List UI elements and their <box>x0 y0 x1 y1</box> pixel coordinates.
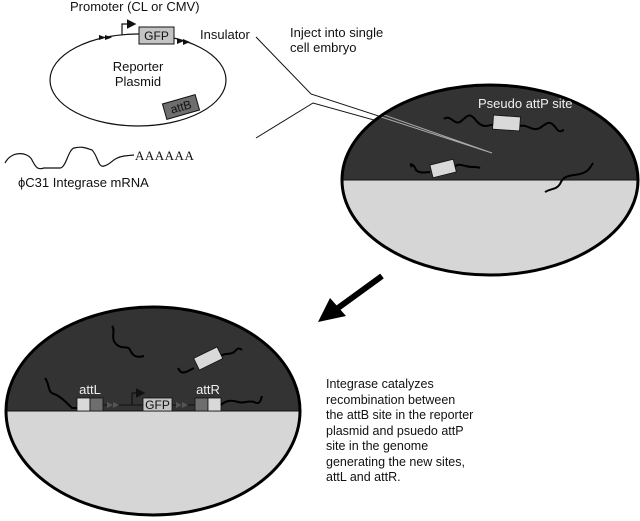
embryo-after: attL GFP attR <box>4 305 302 517</box>
attl-label: attL <box>79 382 101 397</box>
insulator-left-after-icon <box>107 402 119 408</box>
insulator-left-icon <box>99 35 112 40</box>
loose-strand-2 <box>177 347 243 374</box>
integrase-mrna: AAAAAA ϕC31 Integrase mRNA <box>4 146 194 190</box>
inject-label-line2: cell embryo <box>290 40 356 55</box>
attl-light-box <box>76 397 91 412</box>
insulator-right-after-icon <box>176 402 188 408</box>
embryo-bottom-outline <box>4 305 302 517</box>
plasmid-name-line2: Plasmid <box>115 74 161 89</box>
attr-label: attR <box>196 382 220 397</box>
pseudo-attp-label: Pseudo attP site <box>478 96 572 111</box>
reporter-plasmid: GFP attB Promoter (CL or CMV) Insulator … <box>49 0 251 127</box>
attb-label: attB <box>169 97 193 116</box>
pseudo-site-box-after <box>193 346 224 371</box>
attl-dark-box <box>89 397 104 412</box>
embryo-before: Pseudo attP site <box>340 83 640 277</box>
recombination-caption: Integrase catalyzes recombination betwee… <box>326 377 474 484</box>
loose-strand-1 <box>111 325 145 358</box>
plasmid-ring <box>49 33 227 127</box>
gfp-label-after: GFP <box>145 398 170 412</box>
embryo-top-outline <box>340 83 640 277</box>
promoter-arrow-icon <box>121 19 137 35</box>
nucleus-region <box>342 85 638 180</box>
integrase-mrna-label: ϕC31 Integrase mRNA <box>18 175 149 190</box>
pseudo-attp-box <box>492 114 521 132</box>
injected-attb-box <box>429 158 457 179</box>
cytoplasm-region <box>342 180 638 275</box>
cytoplasm-strand <box>544 162 594 193</box>
plasmid-gfp-label: GFP <box>144 29 169 43</box>
attr-light-box <box>207 397 222 412</box>
insulator-right-icon <box>177 38 190 45</box>
promoter-arrow-after-icon <box>131 388 146 405</box>
plasmid-gfp-box <box>138 26 175 45</box>
right-chromosome-strand <box>220 395 263 406</box>
attr-dark-box <box>194 397 209 412</box>
inject-label-line1: Inject into single <box>290 25 383 40</box>
cytoplasm-region-after <box>6 411 300 515</box>
chromosome-strand <box>443 114 565 133</box>
injected-dna-strand <box>409 163 481 174</box>
insulator-label: Insulator <box>200 27 251 42</box>
mrna-strand <box>4 146 135 170</box>
promoter-label: Promoter (CL or CMV) <box>70 0 200 14</box>
polya-tail-label: AAAAAA <box>135 148 194 163</box>
attb-box <box>161 94 201 120</box>
nucleus-region-after <box>6 307 300 411</box>
left-chromosome-strand <box>44 377 77 409</box>
transition-arrow-icon <box>318 273 384 322</box>
plasmid-name-line1: Reporter <box>113 59 164 74</box>
